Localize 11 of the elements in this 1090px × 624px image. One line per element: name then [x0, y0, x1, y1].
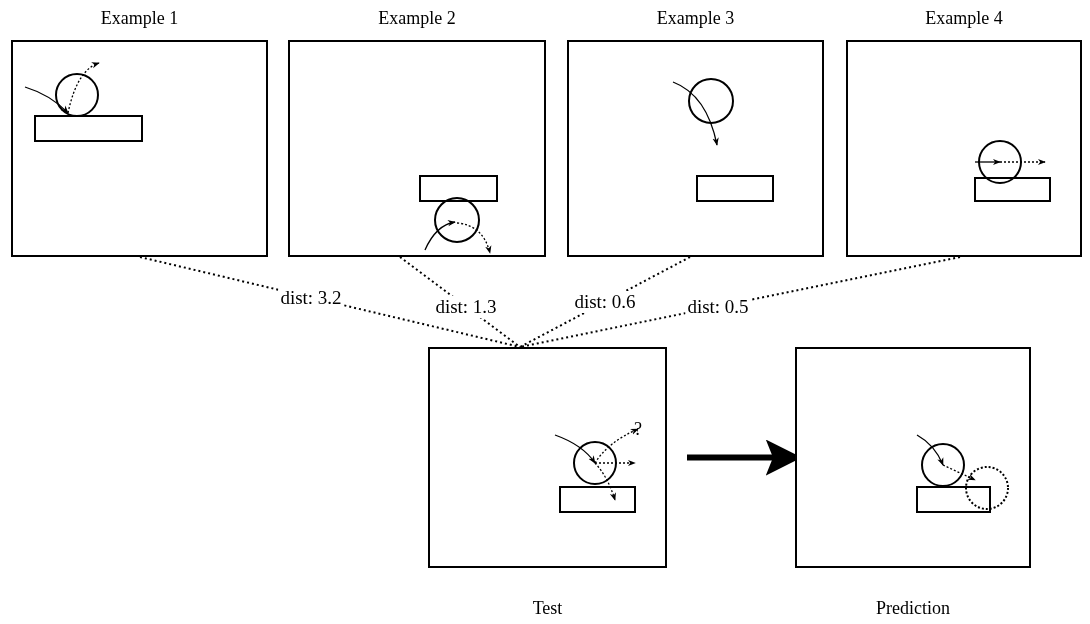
panel-title: Example 4: [925, 8, 1003, 29]
question-mark: ?: [634, 419, 642, 440]
dotted-line: [399, 256, 521, 348]
edge-label: dist: 0.6: [572, 291, 638, 313]
panel-title: Test: [532, 598, 563, 619]
panel-title: Example 3: [656, 8, 735, 29]
panel-title: Prediction: [876, 598, 950, 619]
panel-title: Example 2: [378, 8, 456, 29]
edge-label: dist: 1.3: [433, 295, 499, 318]
edge-label: dist: 3.2: [278, 286, 344, 309]
panel-title: Example 1: [100, 8, 179, 29]
